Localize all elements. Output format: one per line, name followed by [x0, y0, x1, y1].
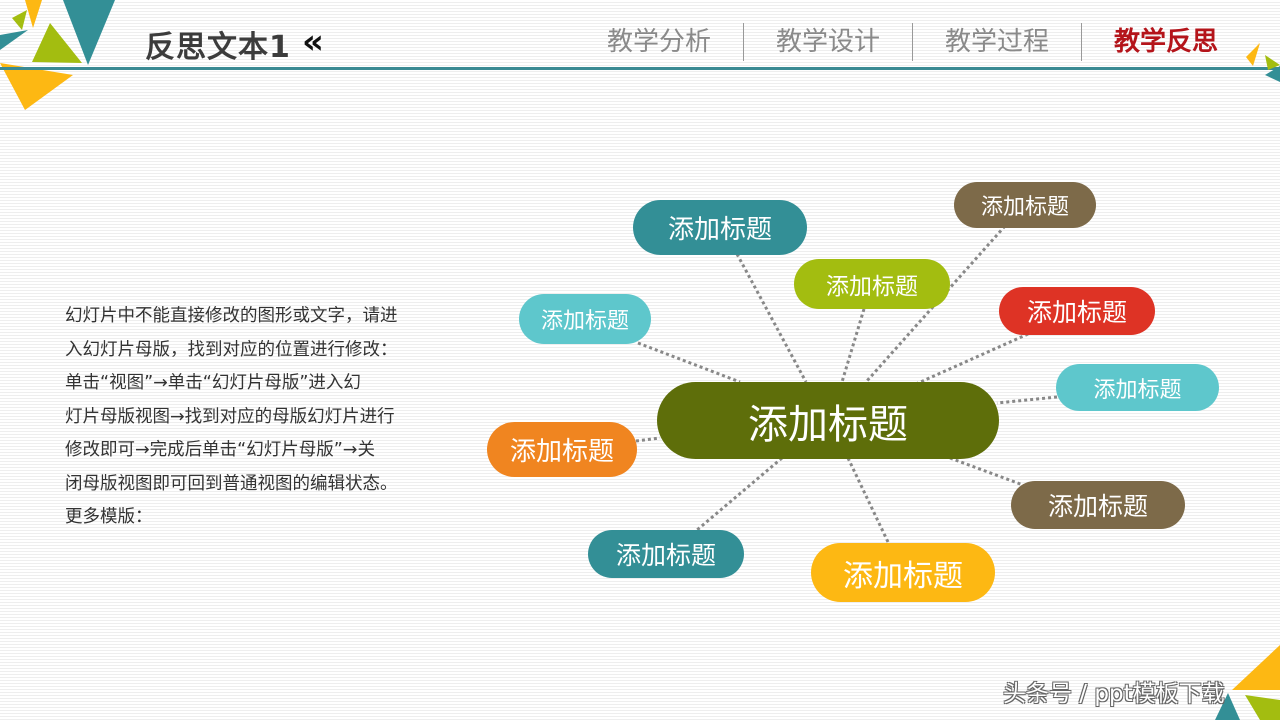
body-line: 单击“视图”→单击“幻灯片母版”进入幻 — [65, 373, 361, 393]
mindmap-center-node[interactable]: 添加标题 — [657, 382, 999, 459]
nav-tab-analysis[interactable]: 教学分析 — [607, 27, 712, 57]
body-paragraph: 幻灯片中不能直接修改的图形或文字，请进 入幻灯片母版，找到对应的位置进行修改： … — [65, 300, 430, 535]
body-line: 闭母版视图即可回到普通视图的编辑状态。 — [65, 473, 398, 494]
decorative-triangles-right — [1246, 40, 1280, 82]
top-nav: 教学分析 教学设计 教学过程 教学反思 — [575, 23, 1250, 61]
nav-divider — [912, 23, 914, 61]
nav-tab-process[interactable]: 教学过程 — [945, 27, 1050, 57]
nav-divider — [1081, 23, 1083, 61]
mindmap-node[interactable]: 添加标题 — [954, 182, 1096, 228]
slide-title: 反思文本1 — [145, 30, 291, 65]
decorative-triangles-top-left — [0, 0, 115, 110]
body-line: 更多模版： — [65, 507, 153, 527]
mindmap-node[interactable]: 添加标题 — [1011, 481, 1185, 529]
body-line: 灯片母版视图→找到对应的母版幻灯片进行 — [65, 406, 395, 427]
body-line: 修改即可→完成后单击“幻灯片母版”→关 — [65, 440, 375, 460]
mindmap-node[interactable]: 添加标题 — [999, 287, 1155, 335]
mindmap-node[interactable]: 添加标题 — [487, 422, 637, 477]
mindmap-node[interactable]: 添加标题 — [588, 530, 744, 578]
nav-tab-design[interactable]: 教学设计 — [776, 27, 881, 57]
watermark-text: 头条号 / ppt模板下载 — [1003, 681, 1225, 707]
mindmap-node[interactable]: 添加标题 — [519, 294, 651, 344]
header-divider-line — [0, 67, 1280, 70]
decorative-triangles-bottom-right — [1215, 645, 1280, 720]
mindmap-node[interactable]: 添加标题 — [633, 200, 807, 255]
nav-tab-reflection[interactable]: 教学反思 — [1114, 27, 1219, 57]
nav-divider — [743, 23, 745, 61]
mindmap-node[interactable]: 添加标题 — [1056, 364, 1219, 411]
mindmap-node[interactable]: 添加标题 — [811, 543, 995, 602]
body-line: 入幻灯片母版，找到对应的位置进行修改： — [65, 339, 398, 360]
body-line: 幻灯片中不能直接修改的图形或文字，请进 — [65, 306, 398, 326]
mindmap-node[interactable]: 添加标题 — [794, 259, 950, 309]
